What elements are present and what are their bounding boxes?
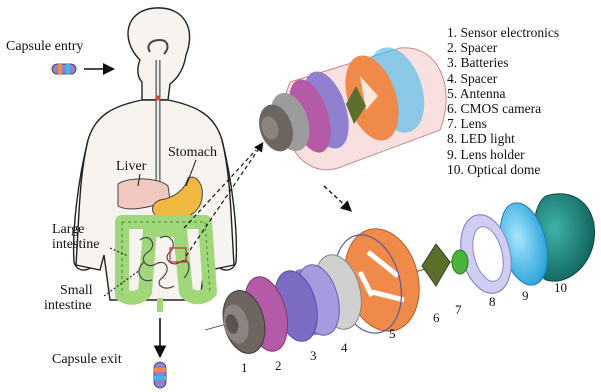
part-number-2: 2 [275, 358, 282, 374]
legend-item: 8. LED light [447, 131, 559, 146]
part-number-5: 5 [389, 326, 396, 342]
label-small-intestine-1: Small [60, 283, 93, 298]
exploded-capsule [205, 194, 595, 358]
capsule-exit-icon [154, 362, 166, 388]
part-number-3: 3 [310, 348, 317, 364]
legend-item: 9. Lens holder [447, 147, 559, 162]
parts-legend: 1. Sensor electronics 2. Spacer 3. Batte… [447, 25, 559, 177]
label-large-intestine-1: Large [52, 222, 84, 237]
legend-item: 6. CMOS camera [447, 101, 559, 116]
label-large-intestine-2: intestine [52, 237, 99, 252]
legend-item: 1. Sensor electronics [447, 25, 559, 40]
legend-item: 5. Antenna [447, 86, 559, 101]
capsule-entry-icon [52, 64, 76, 74]
part-number-8: 8 [489, 294, 496, 310]
label-small-intestine-2: intestine [44, 298, 91, 313]
explode-arrow [324, 186, 350, 210]
label-capsule-exit: Capsule exit [52, 352, 122, 367]
part-number-9: 9 [522, 288, 529, 304]
label-liver: Liver [116, 159, 146, 174]
part-lens [452, 250, 468, 274]
part-number-6: 6 [433, 310, 440, 326]
assembled-capsule [253, 40, 446, 170]
label-stomach: Stomach [168, 145, 217, 160]
legend-item: 4. Spacer [447, 71, 559, 86]
part-number-7: 7 [455, 302, 462, 318]
legend-item: 3. Batteries [447, 55, 559, 70]
part-cmos-camera [422, 244, 450, 286]
part-number-10: 10 [554, 280, 567, 296]
legend-item: 7. Lens [447, 116, 559, 131]
legend-item: 10. Optical dome [447, 162, 559, 177]
label-capsule-entry: Capsule entry [6, 39, 83, 54]
part-number-4: 4 [341, 340, 348, 356]
part-number-1: 1 [241, 360, 248, 376]
legend-item: 2. Spacer [447, 40, 559, 55]
